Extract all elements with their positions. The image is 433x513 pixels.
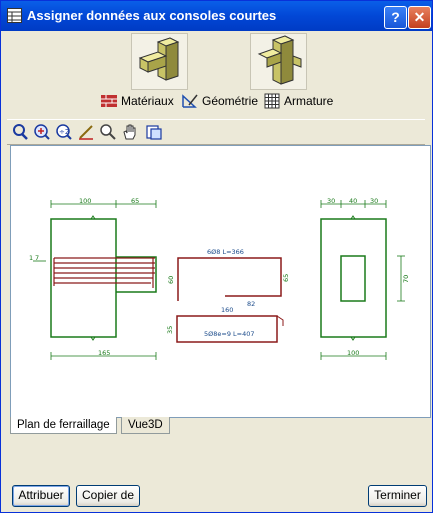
- dim-label: 100: [79, 197, 91, 205]
- dim-label: 160: [221, 306, 233, 314]
- dim-label: 7: [35, 254, 39, 262]
- dim-label: 70: [402, 275, 410, 283]
- title-bar: Assigner données aux consoles courtes ? …: [1, 1, 432, 31]
- reinforcement-drawing-view[interactable]: 100 65 165 1 7 6Ø8 L=366 160 82 60 65 5Ø…: [10, 145, 431, 418]
- dim-label: 35: [166, 326, 174, 334]
- double-console-icon: [257, 35, 302, 85]
- console-type-2-button[interactable]: [250, 33, 307, 90]
- tab-geometry[interactable]: Géométrie: [181, 91, 258, 111]
- tab-reinforcement-label: Armature: [284, 94, 334, 108]
- tab-3d-view[interactable]: Vue3D: [121, 417, 170, 434]
- window-title: Assigner données aux consoles courtes: [27, 8, 277, 23]
- dim-label: 65: [131, 197, 139, 205]
- zoom-icon[interactable]: [99, 123, 117, 141]
- tab-reinforcement[interactable]: Armature: [263, 91, 333, 111]
- dim-label: 65: [282, 274, 290, 282]
- tab-materials-label: Matériaux: [121, 94, 174, 108]
- zoom-half-icon[interactable]: ÷2: [55, 123, 73, 141]
- reinforcement-drawing: 100 65 165 1 7 6Ø8 L=366 160 82 60 65 5Ø…: [29, 197, 410, 360]
- brick-icon: [101, 95, 117, 107]
- grid-icon: [264, 93, 280, 109]
- pan-hand-icon[interactable]: [121, 123, 139, 141]
- console-type-1-button[interactable]: [131, 33, 188, 90]
- zoom-extents-icon[interactable]: [33, 123, 51, 141]
- bar-label-1: 6Ø8 L=366: [207, 248, 244, 256]
- tab-geometry-label: Géométrie: [202, 94, 259, 108]
- pen-icon[interactable]: [77, 123, 95, 141]
- refresh-view-icon[interactable]: [145, 123, 163, 141]
- svg-text:÷2: ÷2: [59, 128, 69, 136]
- copy-from-button[interactable]: Copier de: [76, 485, 140, 507]
- table-icon: [7, 8, 22, 23]
- finish-button[interactable]: Terminer: [368, 485, 427, 507]
- short-console-icon: [138, 37, 180, 81]
- dim-label: 40: [349, 197, 357, 205]
- dim-label: 82: [247, 300, 255, 308]
- dim-label: 30: [327, 197, 335, 205]
- dim-label: 100: [347, 349, 359, 357]
- bar-label-2: 5Ø8e=9 L=407: [204, 330, 255, 338]
- geometry-icon: [182, 94, 198, 108]
- zoom-window-icon[interactable]: [11, 123, 29, 141]
- close-button[interactable]: ✕: [408, 6, 431, 29]
- help-button[interactable]: ?: [384, 6, 407, 29]
- tab-reinforcement-plan[interactable]: Plan de ferraillage: [10, 417, 117, 434]
- apply-button[interactable]: Attribuer: [12, 485, 70, 507]
- view-toolbar: ÷2: [7, 119, 425, 145]
- tab-materials[interactable]: Matériaux: [100, 91, 174, 111]
- dim-label: 1: [29, 254, 33, 262]
- dim-label: 165: [98, 349, 110, 357]
- dim-label: 60: [167, 276, 175, 284]
- dim-label: 30: [370, 197, 378, 205]
